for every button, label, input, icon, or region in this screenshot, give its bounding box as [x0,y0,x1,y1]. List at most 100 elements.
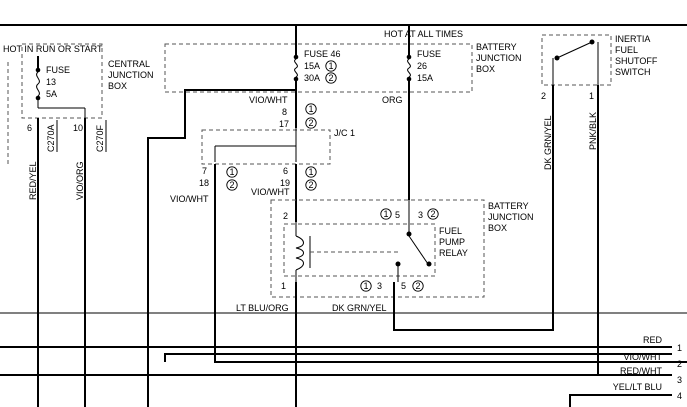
fuse26-bottom-terminal [406,76,412,82]
lt-blu-org-label: LT BLU/ORG [236,303,289,313]
jc1-left-option1-marker [226,166,238,178]
jc1-label: J/C 1 [334,128,355,138]
jc1-right-option1-marker [305,166,317,178]
jc1-top-option2-number: 2 [308,118,313,128]
hot-run-start-label: HOT IN RUN OR START [3,44,103,54]
c270a-connector-label: C270A [46,124,56,152]
jc1-right-option2-marker [305,179,317,191]
bus-label-vio-wht: VIO/WHT [624,352,663,362]
relay-switch-contact-top [406,231,412,237]
jc1-top-option1-marker [305,103,317,115]
fuse13-label-line3: 5A [46,89,57,99]
battery-junction-box-top-label-line2: JUNCTION [476,53,522,63]
fuse46-option1-number: 1 [328,61,333,71]
jc1-top-option1-number: 1 [308,104,313,114]
vio-wht-jc1-left-label: VIO/WHT [170,194,209,204]
central-to-battery-box-wire [147,89,296,407]
jc1-top-option2-marker [305,117,317,129]
central-pin-10: 10 [73,123,83,133]
inertia-pin-2: 2 [541,91,546,101]
battery-junction-box-relay-outline [270,199,485,298]
bus-label-yel-lt-blu: YEL/LT BLU [613,382,662,392]
jc1-left-option2-marker [226,179,238,191]
fuse46-element-icon [294,58,298,78]
relay-pin5-option1-marker [380,208,392,220]
fuse26-element-icon [407,58,411,78]
relay-pin5-option2-number: 2 [415,281,420,291]
fuel-pump-relay-label-line2: PUMP [439,237,465,247]
jc1-left-vio-wht-wire [214,164,687,363]
bus-line-yel-lt-blu [569,394,672,407]
fuse13-element-icon [36,71,40,97]
fuse13-top-terminal [35,67,41,73]
jc1-pin-19: 19 [280,178,290,188]
jc1-outline [201,129,331,165]
relay-pin3-option2-number: 2 [430,209,435,219]
bus-label-red-wht: RED/WHT [620,366,662,376]
pnk-blk-label: PNK/BLK [588,112,598,150]
fuse13-label-line2: 13 [46,77,56,87]
relay-switch-contact-right [426,261,432,267]
bus-number-2: 2 [677,359,682,369]
fuse46-option1-marker [325,60,337,72]
fuse46-bottom-terminal [293,76,299,82]
bus-number-1: 1 [677,343,682,353]
red-yel-wire-label: RED/YEL [28,161,38,200]
relay-pin5-option2-marker [412,280,424,292]
fuse26-label-line3: 15A [417,73,433,83]
relay-pin-3-top: 3 [418,210,423,220]
relay-pin5-option1-number: 1 [383,209,388,219]
dk-grn-yel-relay-label: DK GRN/YEL [332,303,387,313]
jc1-left-option2-number: 2 [229,180,234,190]
relay-pin-5-bottom: 5 [401,281,406,291]
central-junction-box-label-line1: CENTRAL [108,59,150,69]
central-junction-box-label-line3: BOX [108,81,127,91]
jc1-pin-18: 18 [199,178,209,188]
inertia-switch-label-line4: SWITCH [615,67,651,77]
inertia-switch-outline [541,34,612,86]
dk-grn-yel-vertical-label: DK GRN/YEL [543,115,553,170]
relay-switch-arm [408,235,429,265]
relay-switch-contact-bottom [395,261,401,267]
fuse46-rating-2: 30A [304,73,320,83]
fuse26-label-line1: FUSE [417,49,441,59]
central-junction-box-outline [21,43,103,119]
bus-number-4: 4 [677,391,682,401]
vio-wht-jc1-right-label: VIO/WHT [251,187,290,197]
battery-junction-box-relay-label-line2: JUNCTION [488,212,534,222]
battery-junction-box-relay-label-line1: BATTERY [488,201,529,211]
fuel-pump-relay-label-line1: FUEL [439,226,462,236]
fuse26-top-terminal [406,54,412,60]
relay-pin-2: 2 [283,211,288,221]
central-pin-6: 6 [27,123,32,133]
battery-junction-box-top-outline [164,43,473,93]
fuse46-option2-number: 2 [328,73,333,83]
jc1-pin-8: 8 [282,107,287,117]
central-junction-box-label-line2: JUNCTION [108,70,154,80]
inertia-switch-label-line1: INERTIA [615,34,650,44]
fuse46-top-terminal [293,54,299,60]
relay-pin3-option2-marker [427,208,439,220]
relay-pin-1: 1 [281,281,286,291]
inertia-switch-contact-right [589,39,595,45]
bus-label-red: RED [643,335,663,345]
fuse13-label-line1: FUSE [46,65,70,75]
jc1-pin-7: 7 [202,166,207,176]
inertia-switch-label-line2: FUEL [615,45,638,55]
bus-line-vio-wht [164,353,672,362]
fuse46-name: FUSE 46 [304,49,341,59]
vio-org-wire-label: VIO/ORG [75,161,85,200]
battery-junction-box-top-label-line1: BATTERY [476,42,517,52]
battery-junction-box-relay-label-line3: BOX [488,223,507,233]
fuel-pump-relay-label-line3: RELAY [439,248,468,258]
fuse26-label-line2: 26 [417,61,427,71]
battery-junction-box-top-label-line3: BOX [476,64,495,74]
relay-pin-5: 5 [395,210,400,220]
inertia-switch-arm [556,41,593,59]
vio-wht-fuse46-label: VIO/WHT [249,95,288,105]
org-wire-label: ORG [382,95,403,105]
c270f-connector-label: C270F [95,124,105,152]
fuse46-rating-1: 15A [304,61,320,71]
dk-grn-yel-relay-wire [393,96,554,331]
